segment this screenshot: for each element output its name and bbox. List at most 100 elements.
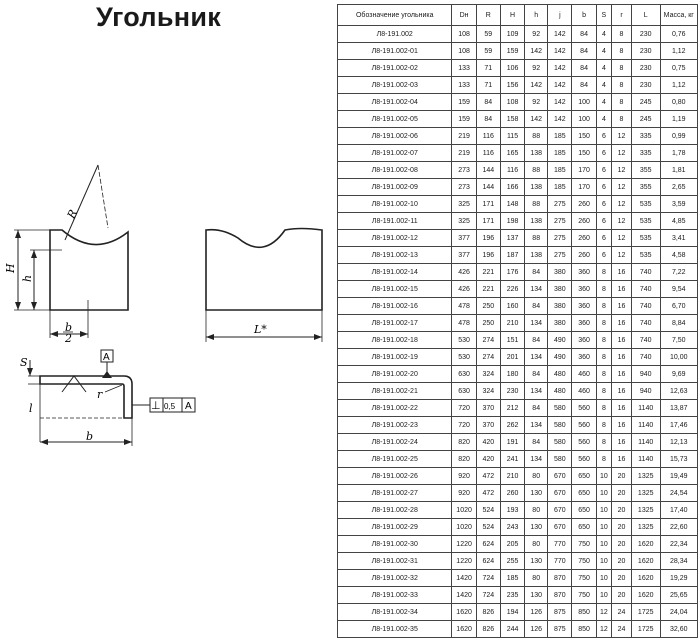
table-cell: 245 xyxy=(630,110,661,128)
table-cell: 1325 xyxy=(630,501,661,519)
table-cell: 166 xyxy=(499,178,526,196)
table-cell: 20 xyxy=(611,484,632,502)
table-cell: 142 xyxy=(547,76,573,94)
table-cell: 108 xyxy=(451,42,477,60)
tolerance-symbol: ⊥ xyxy=(151,399,161,412)
table-cell: Л8-191.002-34 xyxy=(336,603,453,621)
front-view-outline xyxy=(49,229,129,311)
table-cell: 151 xyxy=(499,331,526,349)
table-cell: 142 xyxy=(524,76,549,94)
table-cell: 6 xyxy=(595,229,613,247)
table-cell: 4 xyxy=(595,25,613,43)
page-title: Угольник xyxy=(96,2,222,32)
table-cell: 171 xyxy=(475,195,501,213)
table-cell: 130 xyxy=(524,586,549,604)
table-cell: 16 xyxy=(611,450,632,468)
table-cell: 275 xyxy=(547,212,573,230)
table-cell: 16 xyxy=(611,314,632,332)
table-cell: 380 xyxy=(547,263,573,281)
table-cell: 490 xyxy=(547,331,573,349)
table-cell: 142 xyxy=(547,59,573,77)
table-cell: 12,63 xyxy=(659,382,699,400)
table-cell: 370 xyxy=(475,416,501,434)
table-cell: 324 xyxy=(475,365,501,383)
table-cell: 71 xyxy=(475,59,501,77)
table-cell: 274 xyxy=(475,331,501,349)
table-cell: 116 xyxy=(475,144,501,162)
table-cell: 460 xyxy=(571,365,597,383)
table-cell: 25,65 xyxy=(659,586,699,604)
table-cell: Л8-191.002-29 xyxy=(336,518,453,536)
table-cell: 4,85 xyxy=(659,212,699,230)
table-cell: 84 xyxy=(524,297,549,315)
table-cell: 720 xyxy=(451,416,477,434)
table-cell: 7,50 xyxy=(659,331,699,349)
table-cell: 4,58 xyxy=(659,246,699,264)
table-cell: 380 xyxy=(547,297,573,315)
table-cell: 12 xyxy=(611,161,632,179)
table-cell: 740 xyxy=(630,297,661,315)
table-cell: 380 xyxy=(547,314,573,332)
table-cell: 920 xyxy=(451,484,477,502)
table-cell: 17,46 xyxy=(659,416,699,434)
table-cell: 100 xyxy=(571,93,597,111)
table-cell: 134 xyxy=(524,416,549,434)
table-cell: 116 xyxy=(499,161,526,179)
table-cell: 2,65 xyxy=(659,178,699,196)
table-cell: 16 xyxy=(611,280,632,298)
table-cell: 250 xyxy=(475,314,501,332)
table-cell: 92 xyxy=(524,59,549,77)
table-cell: 770 xyxy=(547,552,573,570)
dim-R-label: R xyxy=(64,208,80,222)
dim-l-label: l xyxy=(29,402,33,415)
table-cell: 1140 xyxy=(630,416,661,434)
table-cell: 20 xyxy=(611,535,632,553)
table-cell: 426 xyxy=(451,263,477,281)
table-cell: 580 xyxy=(547,450,573,468)
table-cell: 12 xyxy=(611,178,632,196)
table-cell: 142 xyxy=(524,42,549,60)
table-cell: Л8-191.002-08 xyxy=(336,161,453,179)
table-cell: 6 xyxy=(595,161,613,179)
table-cell: 12 xyxy=(611,212,632,230)
table-cell: 524 xyxy=(475,501,501,519)
table-cell: 80 xyxy=(524,535,549,553)
table-cell: 0,80 xyxy=(659,93,699,111)
table-cell: 24 xyxy=(611,620,632,638)
table-cell: 740 xyxy=(630,280,661,298)
table-cell: 142 xyxy=(547,110,573,128)
table-cell: 1020 xyxy=(451,518,477,536)
table-cell: 170 xyxy=(571,161,597,179)
table-cell: 15,73 xyxy=(659,450,699,468)
table-cell: 100 xyxy=(571,110,597,128)
table-cell: 8 xyxy=(611,93,632,111)
table-cell: 92 xyxy=(524,93,549,111)
table-cell: 4 xyxy=(595,76,613,94)
table-cell: Л8-191.002-23 xyxy=(336,416,453,434)
table-cell: 235 xyxy=(499,586,526,604)
table-cell: 126 xyxy=(524,603,549,621)
table-cell: 650 xyxy=(571,501,597,519)
table-cell: 260 xyxy=(571,212,597,230)
table-cell: 138 xyxy=(524,144,549,162)
table-cell: 241 xyxy=(499,450,526,468)
table-cell: 8 xyxy=(595,331,613,349)
column-header: Масса, кг xyxy=(659,4,699,26)
table-cell: 325 xyxy=(451,212,477,230)
table-cell: 480 xyxy=(547,365,573,383)
table-cell: 1220 xyxy=(451,552,477,570)
table-cell: 3,59 xyxy=(659,195,699,213)
table-cell: 130 xyxy=(524,518,549,536)
table-cell: Л8-191.002-31 xyxy=(336,552,453,570)
table-cell: 16 xyxy=(611,365,632,383)
table-cell: 196 xyxy=(475,246,501,264)
